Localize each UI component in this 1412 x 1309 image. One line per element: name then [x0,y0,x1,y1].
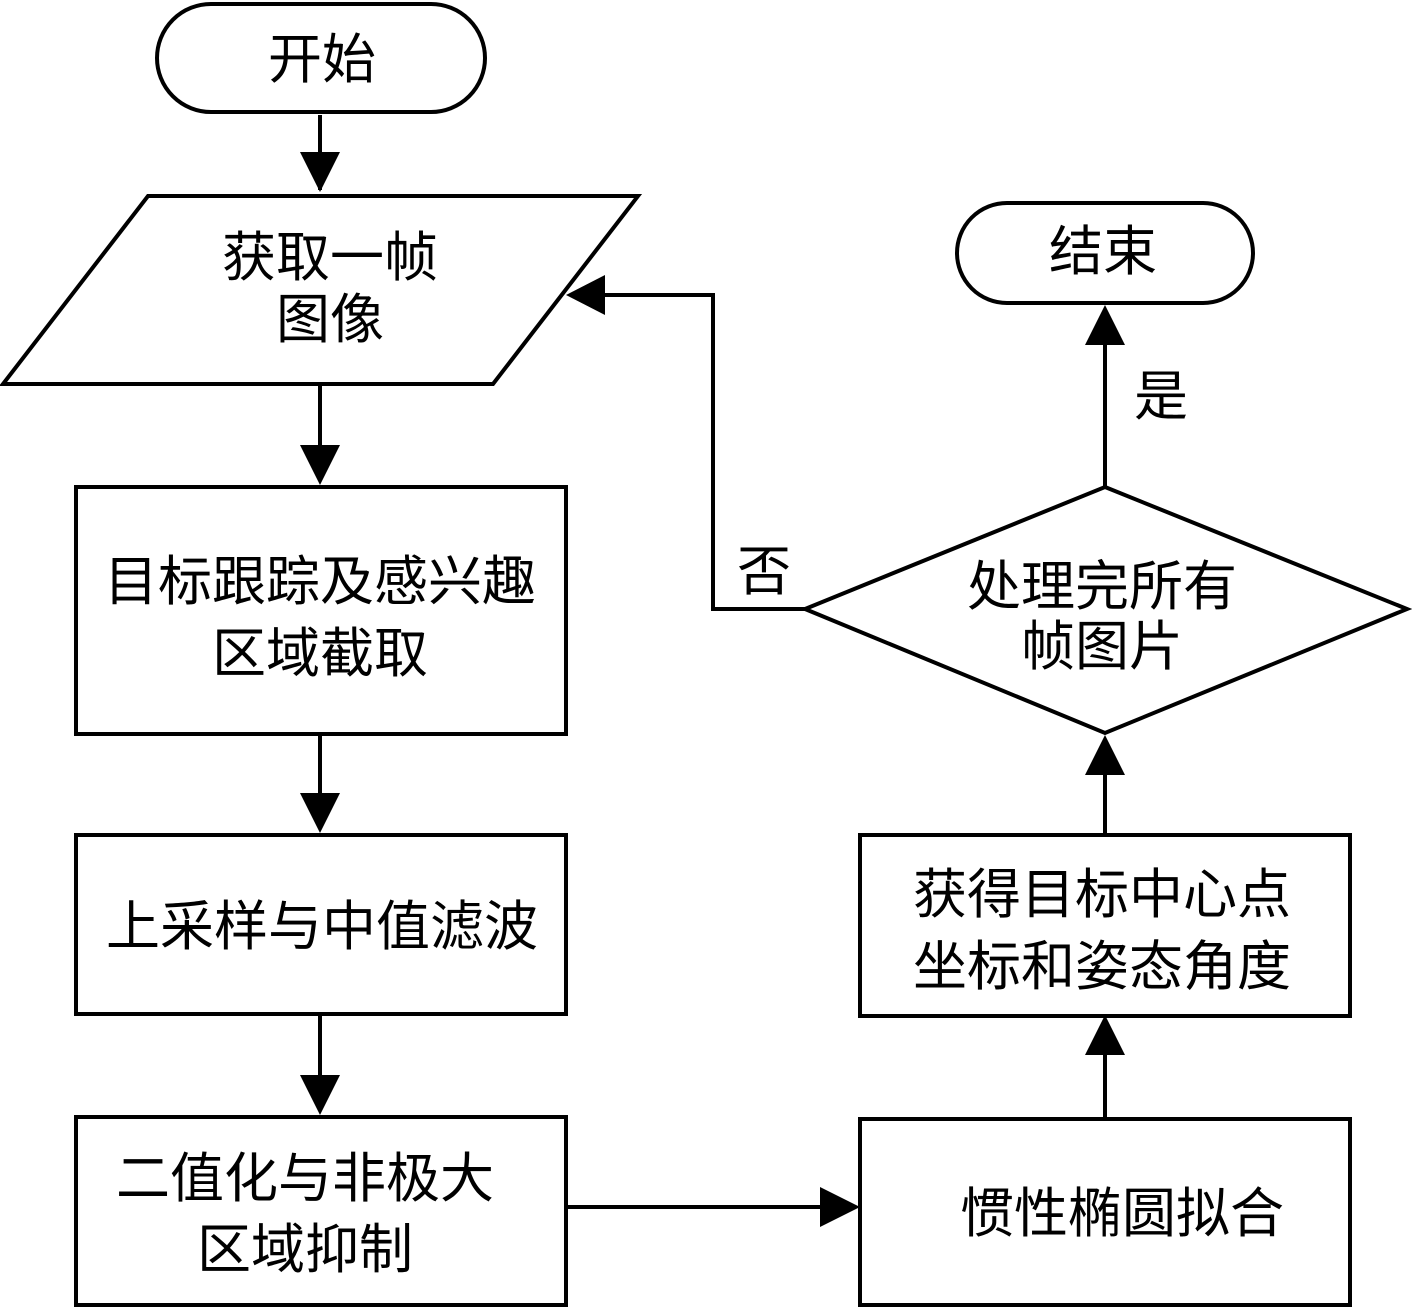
no-label: 否 [737,540,791,603]
binarize-suppress-line-2: 区域抑制 [197,1218,413,1281]
get-center-pose-line-1: 获得目标中心点 [913,863,1291,926]
inertia-ellipse-fit-shape [858,1117,1352,1307]
get-center-pose-line-2: 坐标和姿态角度 [913,935,1291,998]
get-center-pose-shape [858,833,1352,1018]
upsample-filter-label: 上采样与中值滤波 [106,895,538,958]
decision-node: 处理完所有 帧图片 [799,484,1412,736]
decision-line-2: 帧图片 [1021,615,1183,678]
arrowhead-decision-yes-to-end [1085,305,1125,345]
acquire-frame-node: 获取一帧 图像 [0,194,643,386]
arrowhead-acquire-to-tracking [300,445,340,485]
target-tracking-node: 目标跟踪及感兴趣 区域截取 [74,485,568,736]
decision-line-1: 处理完所有 [967,555,1237,618]
acquire-frame-line-1: 获取一帧 [222,226,438,289]
arrowhead-upsample-to-binarize [300,1075,340,1115]
target-tracking-line-2: 区域截取 [212,622,428,685]
decision-shape [799,484,1412,736]
end-terminal-shape [955,201,1255,305]
inertia-ellipse-fit-node: 惯性椭圆拟合 [858,1117,1352,1307]
arrowhead-decision-no-to-acquire [566,275,605,315]
end-terminal: 结束 [955,201,1255,305]
target-tracking-shape [74,485,568,736]
arrowhead-start-to-acquire [300,152,340,192]
arrowhead-ellipse-to-center-pose [1085,1015,1125,1055]
yes-label: 是 [1134,365,1188,428]
acquire-frame-line-2: 图像 [276,288,384,351]
target-tracking-line-1: 目标跟踪及感兴趣 [104,550,536,613]
start-terminal: 开始 [155,2,487,114]
arrowhead-center-pose-to-decision [1085,735,1125,775]
binarize-suppress-line-1: 二值化与非极大 [116,1147,494,1210]
arrowhead-tracking-to-upsample [300,793,340,833]
start-label: 开始 [268,28,376,91]
binarize-suppress-shape [74,1115,568,1307]
end-label: 结束 [1049,220,1157,283]
edges [300,115,1125,1227]
upsample-filter-shape [74,833,568,1016]
upsample-filter-node: 上采样与中值滤波 [74,833,568,1016]
start-terminal-shape [155,2,487,114]
edge-decision-no-to-acquire [605,293,805,611]
binarize-suppress-node: 二值化与非极大 区域抑制 [74,1115,568,1307]
inertia-ellipse-fit-label: 惯性椭圆拟合 [960,1182,1284,1245]
arrowhead-binarize-to-ellipse [820,1187,860,1227]
get-center-pose-node: 获得目标中心点 坐标和姿态角度 [858,833,1352,1018]
acquire-frame-shape [0,194,643,386]
